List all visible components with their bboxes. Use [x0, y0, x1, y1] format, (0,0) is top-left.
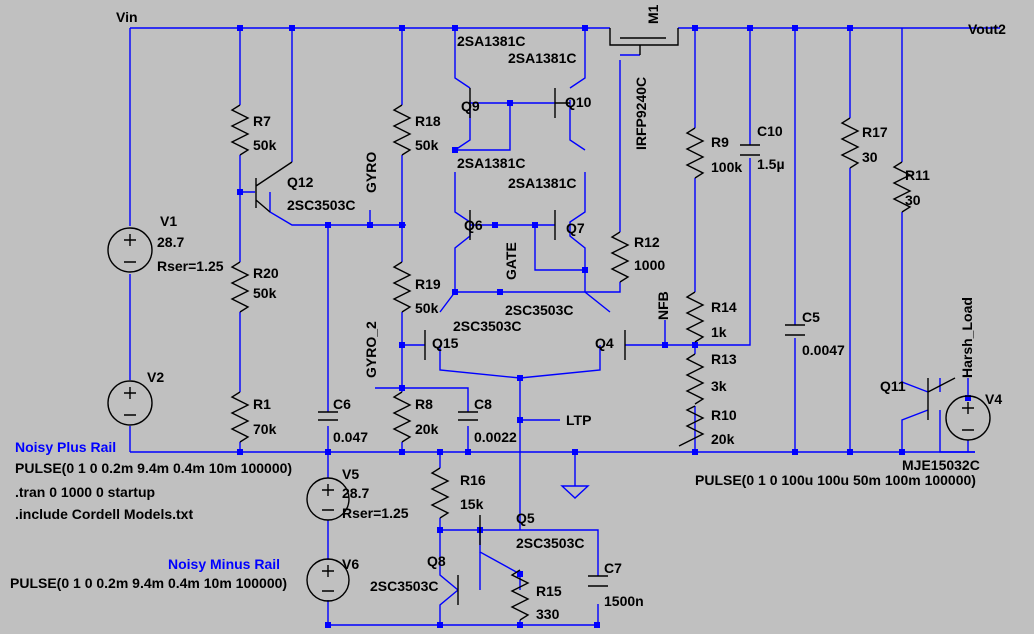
- q8-name: Q8: [427, 553, 446, 569]
- v2-name: V2: [147, 369, 164, 385]
- capacitor-symbols: [318, 144, 805, 587]
- q15-model: 2SC3503C: [453, 318, 522, 334]
- q12-model: 2SC3503C: [287, 197, 356, 213]
- net-vin-label: Vin: [116, 9, 138, 25]
- net-harsh-load-label: Harsh_Load: [959, 297, 975, 378]
- r11-value: 30: [905, 192, 921, 208]
- q11-name: Q11: [880, 378, 906, 394]
- q4-model: 2SC3503C: [505, 302, 574, 318]
- q15-name: Q15: [432, 335, 459, 351]
- r15-value: 330: [536, 606, 560, 622]
- r1-name: R1: [253, 396, 271, 412]
- r13-name: R13: [711, 351, 737, 367]
- q12-name: Q12: [287, 174, 314, 190]
- rail-plus-label: Noisy Plus Rail: [15, 439, 116, 455]
- v1-name: V1: [160, 213, 177, 229]
- r16-value: 15k: [460, 496, 484, 512]
- r14-value: 1k: [711, 324, 727, 340]
- q7-name: Q7: [566, 220, 585, 236]
- r12-value: 1000: [634, 257, 665, 273]
- v5-value: 28.7: [342, 485, 369, 501]
- c5-value: 0.0047: [802, 342, 845, 358]
- wires: [129, 27, 1000, 626]
- q5-name: Q5: [516, 510, 535, 526]
- net-vout-label: Vout2: [968, 21, 1006, 37]
- v1-rser: Rser=1.25: [157, 258, 224, 274]
- q6-model: 2SA1381C: [457, 155, 526, 171]
- r8-value: 20k: [415, 421, 439, 437]
- c6-name: C6: [333, 396, 351, 412]
- r20-name: R20: [253, 265, 279, 281]
- c8-name: C8: [474, 396, 492, 412]
- c10-value: 1.5µ: [757, 156, 785, 172]
- r16-name: R16: [460, 472, 486, 488]
- c7-name: C7: [604, 560, 622, 576]
- r14-name: R14: [711, 299, 737, 315]
- r19-name: R19: [415, 276, 441, 292]
- r8-name: R8: [415, 396, 433, 412]
- q5-model: 2SC3503C: [516, 535, 585, 551]
- c8-value: 0.0022: [474, 429, 517, 445]
- r20-value: 50k: [253, 285, 277, 301]
- q10-name: Q10: [565, 94, 592, 110]
- r19-value: 50k: [415, 300, 439, 316]
- r10-value: 20k: [711, 431, 735, 447]
- v1-value: 28.7: [157, 234, 184, 250]
- v6-name: V6: [342, 556, 359, 572]
- r10-name: R10: [711, 407, 737, 423]
- resistor-symbols: [230, 104, 912, 621]
- q6-name: Q6: [464, 217, 483, 233]
- q8-model: 2SC3503C: [370, 578, 439, 594]
- r9-value: 100k: [711, 159, 742, 175]
- r18-name: R18: [415, 113, 441, 129]
- junction-dots: [237, 25, 971, 628]
- r7-name: R7: [253, 113, 271, 129]
- v5-rser: Rser=1.25: [342, 505, 409, 521]
- r17-name: R17: [862, 124, 888, 140]
- r15-name: R15: [536, 583, 562, 599]
- r1-value: 70k: [253, 421, 277, 437]
- q11-model: MJE15032C: [902, 457, 980, 473]
- v4-name: V4: [985, 391, 1002, 407]
- m1-model: IRFP9240C: [633, 77, 649, 150]
- r13-value: 3k: [711, 378, 727, 394]
- directive-include: .include Cordell Models.txt: [15, 506, 193, 522]
- q9-model-top: 2SA1381C: [457, 33, 526, 49]
- c5-name: C5: [802, 309, 820, 325]
- r18-value: 50k: [415, 137, 439, 153]
- c10-name: C10: [757, 123, 783, 139]
- m1-name: M1: [645, 4, 661, 24]
- directive-pulse-load: PULSE(0 1 0 100u 100u 50m 100m 100000): [695, 472, 976, 488]
- rail-minus-label: Noisy Minus Rail: [168, 556, 280, 572]
- ground-icon: [560, 452, 590, 499]
- r11-name: R11: [905, 167, 930, 183]
- q9-name: Q9: [461, 98, 480, 114]
- net-gyro2-label: GYRO_2: [363, 321, 379, 378]
- net-gate-label: GATE: [503, 242, 519, 280]
- directive-pulse-minus: PULSE(0 1 0 0.2m 9.4m 0.4m 10m 100000): [10, 575, 287, 591]
- q10-model-top: 2SA1381C: [508, 50, 577, 66]
- r12-name: R12: [634, 234, 660, 250]
- transistor-symbols: [255, 28, 956, 605]
- r17-value: 30: [862, 149, 878, 165]
- voltage-sources: [107, 227, 991, 602]
- c7-value: 1500n: [604, 593, 644, 609]
- q4-name: Q4: [595, 335, 614, 351]
- directive-pulse-plus: PULSE(0 1 0 0.2m 9.4m 0.4m 10m 100000): [15, 460, 292, 476]
- r9-name: R9: [711, 134, 729, 150]
- net-gyro-label: GYRO: [363, 152, 379, 193]
- q7-model: 2SA1381C: [508, 175, 577, 191]
- v5-name: V5: [342, 466, 359, 482]
- r7-value: 50k: [253, 137, 277, 153]
- c6-value: 0.047: [333, 429, 368, 445]
- net-ltp-label: LTP: [566, 412, 591, 428]
- net-nfb-label: NFB: [655, 291, 671, 320]
- directive-tran: .tran 0 1000 0 startup: [15, 484, 155, 500]
